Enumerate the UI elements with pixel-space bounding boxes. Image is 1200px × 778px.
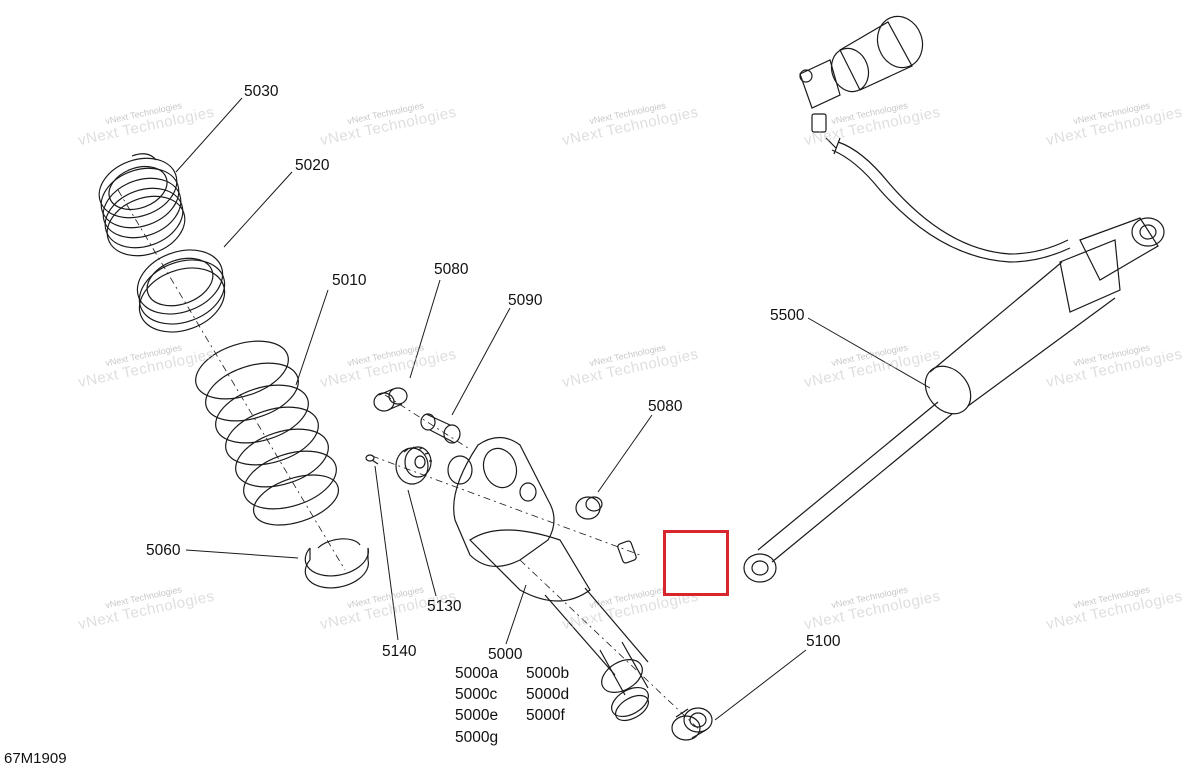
- callout-5010[interactable]: 5010: [332, 272, 367, 289]
- callout-5000c[interactable]: 5000c: [455, 686, 498, 703]
- callout-5000b[interactable]: 5000b: [526, 665, 570, 682]
- callout-5500[interactable]: 5500: [770, 307, 805, 324]
- part-5020-ring: [136, 249, 226, 333]
- callout-5060[interactable]: 5060: [146, 542, 181, 559]
- part-5130-knob: [395, 446, 432, 485]
- leader-lines: [175, 97, 931, 721]
- callout-5000[interactable]: 5000: [488, 646, 523, 663]
- part-5010-spring: [195, 340, 339, 526]
- callout-5130[interactable]: 5130: [427, 598, 462, 615]
- figure-id: 67M1909: [4, 750, 67, 767]
- part-5080-bushing-right: [575, 496, 603, 520]
- callout-5080-top[interactable]: 5080: [434, 261, 469, 278]
- part-5090-sleeve: [420, 413, 461, 444]
- callout-5000f[interactable]: 5000f: [526, 707, 565, 724]
- highlight-box: [663, 530, 729, 596]
- part-5140-screw: [365, 454, 379, 465]
- part-5100-bushing: [671, 707, 713, 741]
- part-bolt: [617, 540, 637, 564]
- callout-5090[interactable]: 5090: [508, 292, 543, 309]
- callout-5030[interactable]: 5030: [244, 83, 279, 100]
- callout-5000d[interactable]: 5000d: [526, 686, 570, 703]
- part-5000-shock: [447, 436, 649, 722]
- callout-5000e[interactable]: 5000e: [455, 707, 499, 724]
- callout-5140[interactable]: 5140: [382, 643, 417, 660]
- part-5060-clip: [304, 538, 370, 589]
- callout-5100[interactable]: 5100: [806, 633, 841, 650]
- callout-5020[interactable]: 5020: [295, 157, 330, 174]
- assembly-axes: [117, 189, 706, 736]
- callout-5080-right[interactable]: 5080: [648, 398, 683, 415]
- part-5030-coil: [98, 153, 186, 257]
- callout-5000a[interactable]: 5000a: [455, 665, 499, 682]
- part-5080-bushing-top: [373, 387, 408, 412]
- callout-5000g[interactable]: 5000g: [455, 729, 499, 746]
- part-5500-shock-assembly: [743, 15, 1165, 583]
